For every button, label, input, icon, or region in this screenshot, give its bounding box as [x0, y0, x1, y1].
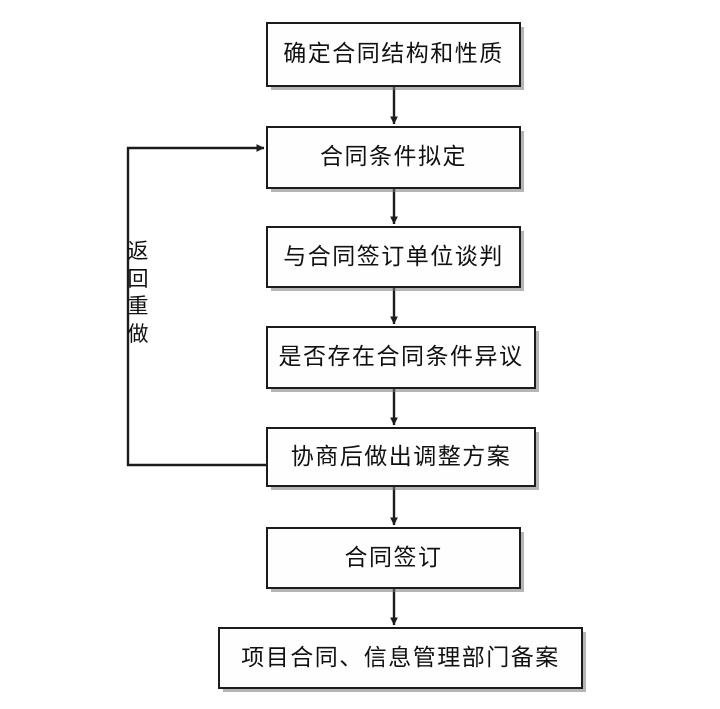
- node-label: 是否存在合同条件异议: [278, 344, 524, 370]
- node-label: 项目合同、信息管理部门备案: [241, 644, 560, 671]
- node-label: 协商后做出调整方案: [290, 443, 512, 470]
- node-label: 合同条件拟定: [320, 144, 467, 170]
- process-node-define-contract-structure[interactable]: 确定合同结构和性质: [266, 22, 521, 87]
- process-node-sign-contract[interactable]: 合同签订: [266, 527, 521, 589]
- process-node-file-with-departments[interactable]: 项目合同、信息管理部门备案: [218, 627, 583, 689]
- node-label: 与合同签订单位谈判: [283, 243, 504, 270]
- process-node-draft-contract-terms[interactable]: 合同条件拟定: [266, 126, 521, 189]
- node-label: 确定合同结构和性质: [283, 41, 504, 67]
- process-node-adjustment-plan[interactable]: 协商后做出调整方案: [266, 427, 536, 487]
- decision-node-terms-objection[interactable]: 是否存在合同条件异议: [266, 326, 536, 389]
- feedback-loop-label: 返回重做: [127, 239, 149, 347]
- process-node-negotiate-with-signing-party[interactable]: 与合同签订单位谈判: [266, 226, 521, 288]
- node-label: 合同签订: [344, 544, 443, 571]
